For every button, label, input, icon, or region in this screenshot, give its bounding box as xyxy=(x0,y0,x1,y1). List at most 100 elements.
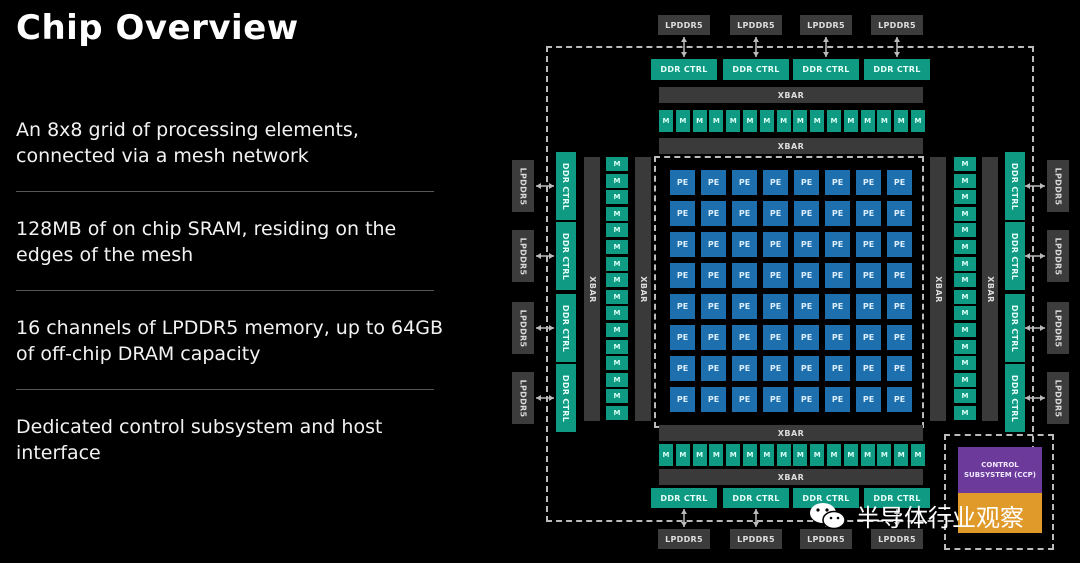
sram-block-right: M xyxy=(954,273,976,288)
xbar-bottom-outer: XBAR xyxy=(659,469,923,485)
pe-cell: PE xyxy=(763,232,788,257)
sram-block-right: M xyxy=(954,206,976,221)
ddr-ctrl-top: DDR CTRL xyxy=(723,59,789,80)
sram-block-top: M xyxy=(860,110,875,132)
pe-cell: PE xyxy=(701,356,726,381)
sram-block-left: M xyxy=(606,372,628,387)
sram-block-bottom: M xyxy=(843,444,858,466)
lpddr5-bottom: LPDDR5 xyxy=(730,529,782,549)
pe-cell: PE xyxy=(670,325,695,350)
pe-cell: PE xyxy=(732,294,757,319)
arrow-head xyxy=(549,395,554,401)
lpddr5-top: LPDDR5 xyxy=(871,15,923,35)
ddr-ctrl-left: DDR CTRL xyxy=(556,294,576,362)
arrow-head xyxy=(536,183,541,189)
lpddr5-top: LPDDR5 xyxy=(658,15,710,35)
ddr-ctrl-top: DDR CTRL xyxy=(793,59,859,80)
pe-cell: PE xyxy=(670,356,695,381)
sram-block-right: M xyxy=(954,306,976,321)
pe-cell: PE xyxy=(856,201,881,226)
xbar-right-outer: XBAR xyxy=(982,157,998,421)
arrow-head xyxy=(1040,183,1045,189)
sram-block-bottom: M xyxy=(743,444,757,466)
pe-cell: PE xyxy=(825,232,850,257)
ddr-ctrl-bottom: DDR CTRL xyxy=(864,488,930,508)
arrow-head xyxy=(894,509,900,514)
sram-block-left: M xyxy=(606,240,628,254)
sram-block-right: M xyxy=(954,289,976,304)
sram-block-bottom: M xyxy=(675,444,690,466)
sram-block-top: M xyxy=(675,110,690,132)
sram-block-top: M xyxy=(659,110,673,132)
pe-cell: PE xyxy=(732,232,757,257)
sram-block-bottom: M xyxy=(860,444,875,466)
sram-block-top: M xyxy=(759,110,774,132)
pe-cell: PE xyxy=(825,356,850,381)
arrow-head xyxy=(1025,253,1030,259)
arrow-head xyxy=(536,395,541,401)
bullet-sram: 128MB of on chip SRAM, residing on the e… xyxy=(16,218,397,266)
sram-block-bottom: M xyxy=(894,444,909,466)
sram-block-bottom: M xyxy=(726,444,741,466)
bullet-control: Dedicated control subsystem and host int… xyxy=(16,416,383,464)
divider xyxy=(16,290,434,291)
pe-cell: PE xyxy=(732,387,757,412)
pe-cell: PE xyxy=(763,263,788,288)
sram-block-top: M xyxy=(692,110,707,132)
xbar-right-inner: XBAR xyxy=(930,157,946,421)
pe-cell: PE xyxy=(825,387,850,412)
watermark-text: 半导体行业观察 xyxy=(856,504,1024,532)
pe-cell: PE xyxy=(701,325,726,350)
pe-cell: PE xyxy=(825,325,850,350)
wechat-icon xyxy=(810,502,846,529)
ddr-ctrl-top: DDR CTRL xyxy=(864,59,930,80)
pe-cell: PE xyxy=(856,294,881,319)
sram-block-bottom: M xyxy=(709,444,724,466)
pe-cell: PE xyxy=(856,325,881,350)
sram-block-top: M xyxy=(894,110,909,132)
ddr-ctrl-left: DDR CTRL xyxy=(556,364,576,432)
pe-cell: PE xyxy=(794,325,819,350)
sram-block-bottom: M xyxy=(827,444,841,466)
sram-block-top: M xyxy=(743,110,757,132)
sram-block-top: M xyxy=(843,110,858,132)
sram-block-left: M xyxy=(606,323,628,337)
pe-cell: PE xyxy=(670,387,695,412)
sram-block-top: M xyxy=(709,110,724,132)
sram-block-top: M xyxy=(911,110,925,132)
arrow-head xyxy=(1025,183,1030,189)
arrow-head xyxy=(1040,395,1045,401)
arrow-head xyxy=(823,52,829,57)
slide-title: Chip Overview xyxy=(16,8,299,48)
arrow-head xyxy=(894,52,900,57)
sram-block-left: M xyxy=(606,190,628,205)
xbar-bottom-inner: XBAR xyxy=(659,425,923,441)
pe-cell: PE xyxy=(887,201,912,226)
sram-block-bottom: M xyxy=(911,444,925,466)
ddr-ctrl-right: DDR CTRL xyxy=(1005,222,1025,290)
lpddr5-right: LPDDR5 xyxy=(1047,230,1069,282)
pe-cell: PE xyxy=(670,294,695,319)
pe-cell: PE xyxy=(887,170,912,195)
pe-cell: PE xyxy=(670,201,695,226)
pe-cell: PE xyxy=(856,356,881,381)
pe-cell: PE xyxy=(763,387,788,412)
pe-cell: PE xyxy=(763,170,788,195)
pe-cell: PE xyxy=(794,263,819,288)
sram-block-right: M xyxy=(954,190,976,205)
arrow-head xyxy=(1025,395,1030,401)
sram-block-right: M xyxy=(954,406,976,420)
pe-cell: PE xyxy=(887,356,912,381)
pe-cell: PE xyxy=(763,201,788,226)
sram-block-left: M xyxy=(606,306,628,321)
sram-block-bottom: M xyxy=(810,444,825,466)
sram-block-left: M xyxy=(606,223,628,238)
arrow-head xyxy=(681,522,687,527)
pe-cell: PE xyxy=(670,232,695,257)
pe-cell: PE xyxy=(701,201,726,226)
pe-cell: PE xyxy=(825,201,850,226)
pe-cell: PE xyxy=(825,170,850,195)
sram-block-bottom: M xyxy=(776,444,791,466)
pe-cell: PE xyxy=(825,294,850,319)
lpddr5-left: LPDDR5 xyxy=(512,372,534,424)
